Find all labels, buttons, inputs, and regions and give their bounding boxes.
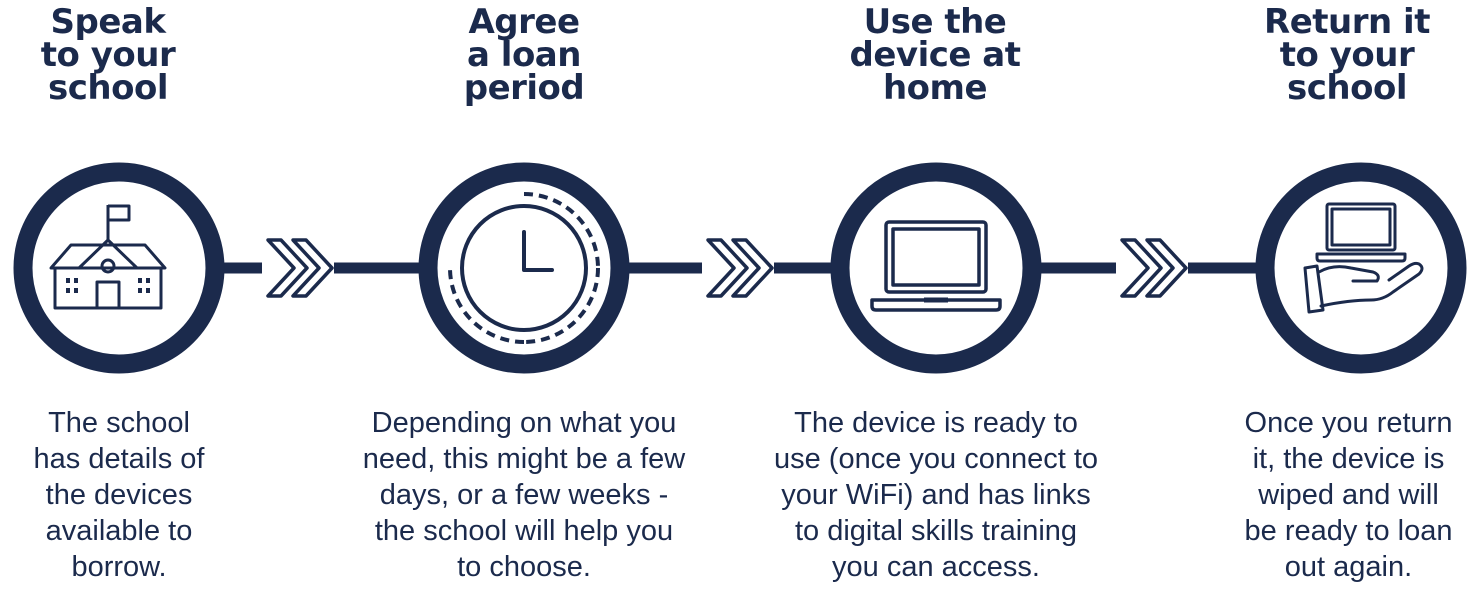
- laptop-in-hand-icon: [1303, 202, 1424, 314]
- step-title: Agree a loan period: [463, 2, 585, 108]
- step-description: Depending on what you need, this might b…: [362, 407, 686, 583]
- double-chevron-icon: [262, 238, 334, 298]
- double-chevron-icon: [1116, 238, 1188, 298]
- step-circle: [1255, 162, 1467, 374]
- step-circle: [13, 162, 225, 374]
- step-title: Return it to your school: [1264, 2, 1430, 108]
- laptop-icon: [870, 220, 1002, 312]
- step-description: Once you return it, the device is wiped …: [1244, 407, 1453, 583]
- step-circle: [830, 162, 1042, 374]
- school-building-icon: [49, 204, 167, 310]
- step-title: Speak to your school: [40, 2, 176, 108]
- step-description: The school has details of the devices av…: [33, 407, 205, 583]
- double-chevron-icon: [702, 238, 774, 298]
- step-title: Use the device at home: [849, 2, 1021, 108]
- step-circle: [418, 162, 630, 374]
- step-description: The device is ready to use (once you con…: [773, 407, 1099, 583]
- clock-icon: [448, 192, 600, 344]
